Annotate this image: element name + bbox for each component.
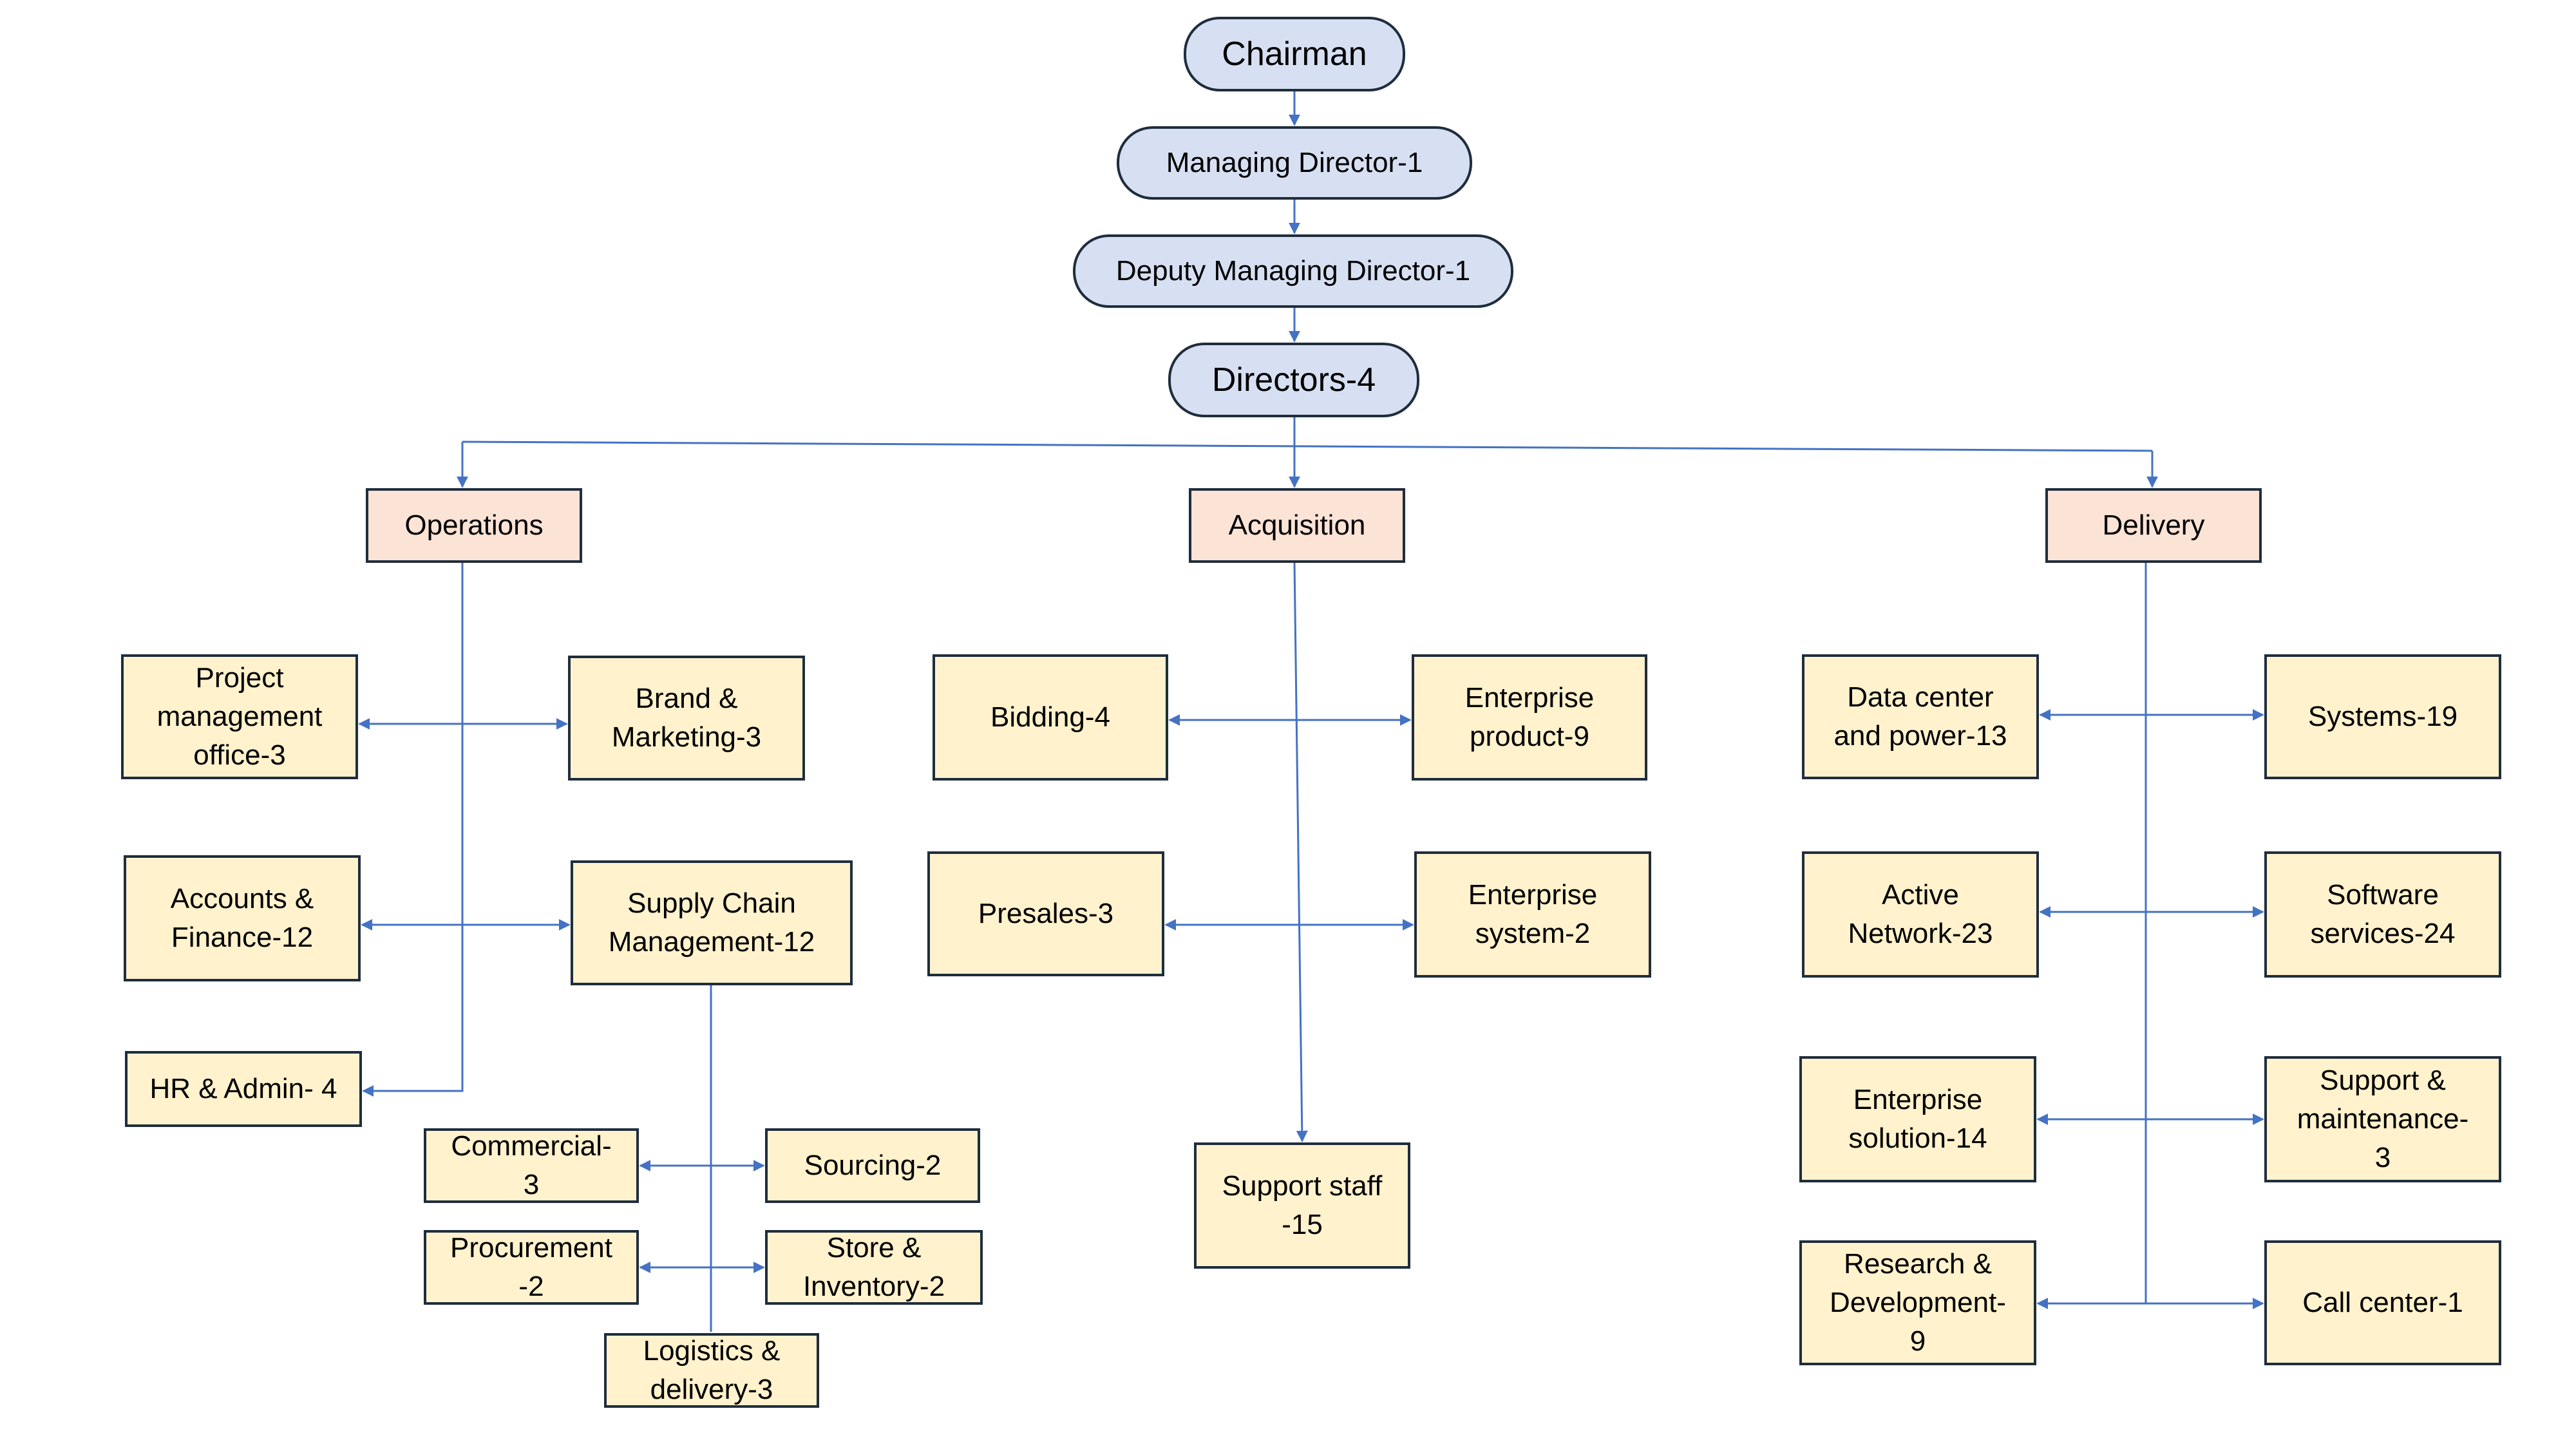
research-development-box: Research & Development- 9 [1799,1240,2036,1365]
software-services-box: Software services-24 [2264,851,2501,978]
support-maintenance-box: Support & maintenance- 3 [2264,1056,2501,1182]
procurement-box: Procurement -2 [424,1230,639,1305]
enterprise-system-box: Enterprise system-2 [1414,851,1651,978]
accounts-finance-box: Accounts & Finance-12 [124,855,361,981]
connector-line-15 [1293,562,1308,1142]
enterprise-solution-box: Enterprise solution-14 [1799,1056,2036,1182]
project-management-office-box: Project management office-3 [121,654,358,779]
support-staff-box: Support staff -15 [1194,1142,1410,1269]
delivery-header: Delivery [2045,488,2262,563]
call-center-box: Call center-1 [2264,1240,2501,1365]
supply-chain-management-box: Supply Chain Management-12 [571,860,853,985]
chairman-node: Chairman [1184,17,1405,91]
brand-marketing-box: Brand & Marketing-3 [568,656,805,781]
hr-admin-box: HR & Admin- 4 [125,1051,362,1127]
store-inventory-box: Store & Inventory-2 [765,1230,983,1305]
presales-box: Presales-3 [927,851,1164,976]
data-center-power-box: Data center and power-13 [1802,654,2039,779]
deputy-managing-director-node: Deputy Managing Director-1 [1073,234,1513,308]
connector-line-9 [362,563,464,1097]
sourcing-box: Sourcing-2 [765,1128,980,1203]
directors-node: Directors-4 [1168,343,1419,417]
active-network-box: Active Network-23 [1802,851,2039,978]
managing-director-node: Managing Director-1 [1117,126,1472,200]
acquisition-header: Acquisition [1189,488,1405,563]
bidding-box: Bidding-4 [933,654,1168,781]
logistics-delivery-box: Logistics & delivery-3 [604,1333,819,1408]
systems-box: Systems-19 [2264,654,2501,779]
commercial-box: Commercial- 3 [424,1128,639,1203]
enterprise-product-box: Enterprise product-9 [1412,654,1647,781]
connector-line-5 [462,440,2153,452]
operations-header: Operations [366,488,582,563]
